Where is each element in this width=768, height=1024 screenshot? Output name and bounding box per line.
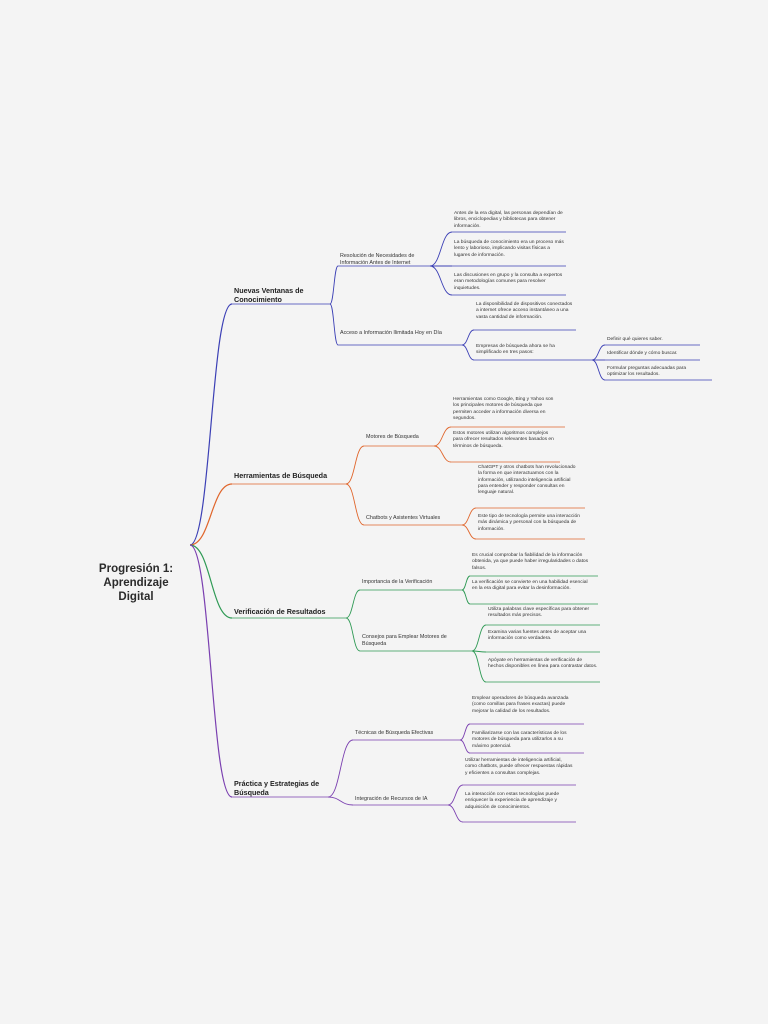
- leaf-2-1-1: Herramientas como Google, Bing y Yahoo s…: [453, 397, 554, 421]
- sub-topic-1-2: Acceso a Información Ilimitada Hoy en Dí…: [340, 330, 442, 336]
- leaf-3-2-3: Apóyate en herramientas de verificación …: [488, 658, 598, 670]
- sub-topic-3-1: Importancia de la Verificación: [362, 579, 433, 585]
- root-title-line-2: Aprendizaje Digital: [103, 577, 169, 603]
- leaf-2-1-2: Estos motores utilizan algoritmos comple…: [453, 431, 554, 449]
- connector-leaf-1-2-2-child-1: [591, 344, 606, 361]
- sub-topic-2-1: Motores de Búsqueda: [366, 434, 419, 440]
- connector-sub-1-2-leaf-1: [461, 329, 475, 346]
- connector-root-branch-1: [189, 303, 233, 546]
- branch-title-1: Nuevas Ventanas de Conocimiento: [234, 286, 304, 304]
- connector-sub-3-2-leaf-2: [471, 650, 487, 653]
- leaf-2-2-1: ChatGPT y otros chatbots han revoluciona…: [478, 465, 576, 496]
- connector-sub-2-1-leaf-2: [433, 445, 452, 463]
- leaf-4-1-2: Familiarizarse con las características d…: [472, 731, 567, 749]
- connector-sub-4-2-leaf-1: [447, 784, 464, 806]
- connector-branch-2-sub-2: [345, 483, 365, 526]
- leaf-1-2-1: La disponibilidad de dispositivos conect…: [476, 302, 573, 320]
- sub-topic-1-1: Resolución de Necesidades de Información…: [340, 253, 415, 266]
- connector-sub-3-2-leaf-1: [471, 624, 487, 652]
- leaf-1-1-1: Antes de la era digital, las personas de…: [454, 211, 563, 229]
- connector-root-branch-4: [189, 544, 233, 798]
- connector-sub-4-2-leaf-2: [447, 804, 464, 823]
- connector-branch-3-sub-1: [345, 589, 361, 619]
- leaf-4-2-2: La interacción con estas tecnologías pue…: [465, 792, 560, 810]
- leaf-1-2-2-2: Identificar dónde y cómo buscar.: [607, 351, 678, 356]
- connector-sub-3-1-leaf-1: [461, 575, 471, 591]
- connector-sub-3-1-leaf-2: [461, 589, 471, 605]
- leaf-4-2-1: Utilizar herramientas de inteligencia ar…: [465, 758, 573, 776]
- leaf-3-2-1: Utiliza palabras clave específicas para …: [488, 607, 590, 619]
- leaf-1-2-2-1: Definir qué quieres saber.: [607, 337, 663, 342]
- connector-root-branch-3: [189, 544, 233, 619]
- connector-branch-4-sub-2: [327, 796, 354, 806]
- leaf-1-1-2: La búsqueda de conocimiento era un proce…: [454, 240, 564, 258]
- leaf-3-1-1: Es crucial comprobar la fiabilidad de la…: [472, 553, 589, 571]
- branch-title-3: Verificación de Resultados: [234, 607, 326, 616]
- connector-sub-1-1-leaf-1: [429, 231, 453, 267]
- connector-sub-4-1-leaf-2: [459, 739, 471, 754]
- sub-topic-2-2: Chatbots y Asistentes Virtuales: [366, 515, 441, 521]
- connector-sub-1-1-leaf-3: [429, 265, 453, 296]
- sub-topic-4-2: Integración de Recursos de IA: [355, 796, 428, 802]
- leaf-4-1-1: Emplear operadores de búsqueda avanzada …: [472, 696, 569, 714]
- connector-branch-2-sub-1: [345, 445, 365, 485]
- connector-branch-1-sub-1: [329, 265, 339, 305]
- connector-root-branch-2: [189, 483, 233, 546]
- connector-sub-2-2-leaf-2: [461, 524, 477, 540]
- connector-branch-3-sub-2: [345, 617, 361, 652]
- leaf-3-1-2: La verificación se convierte en una habi…: [472, 580, 588, 592]
- connector-sub-4-1-leaf-1: [459, 723, 471, 741]
- connector-leaf-1-2-2-child-3: [591, 359, 606, 381]
- leaf-3-2-2: Examina varias fuentes antes de aceptar …: [488, 630, 587, 642]
- branch-title-4: Práctica y Estrategias de Búsqueda: [234, 779, 320, 797]
- connector-sub-2-1-leaf-1: [433, 426, 452, 447]
- sub-topic-4-1: Técnicas de Búsqueda Efectivas: [355, 730, 434, 736]
- connector-branch-1-sub-2: [329, 303, 339, 346]
- branch-title-2: Herramientas de Búsqueda: [234, 471, 328, 480]
- leaf-2-2-2: Este tipo de tecnología permite una inte…: [478, 514, 580, 532]
- root-topic: Progresión 1: Aprendizaje Digital: [88, 562, 184, 604]
- connector-branch-4-sub-1: [327, 739, 354, 798]
- connector-sub-3-2-leaf-3: [471, 650, 487, 683]
- leaf-1-2-2: Empresas de búsqueda ahora se ha simplif…: [476, 344, 555, 356]
- leaf-1-2-2-3: Formular preguntas adecuadas para optimi…: [607, 366, 687, 378]
- connector-sub-2-2-leaf-1: [461, 507, 477, 526]
- connector-sub-1-2-leaf-2: [461, 344, 475, 361]
- sub-topic-3-2: Consejos para Emplear Motores de Búsqued…: [362, 634, 447, 647]
- leaf-1-1-3: Las discusiones en grupo y la consulta a…: [454, 273, 563, 291]
- root-title-line-1: Progresión 1:: [98, 563, 174, 575]
